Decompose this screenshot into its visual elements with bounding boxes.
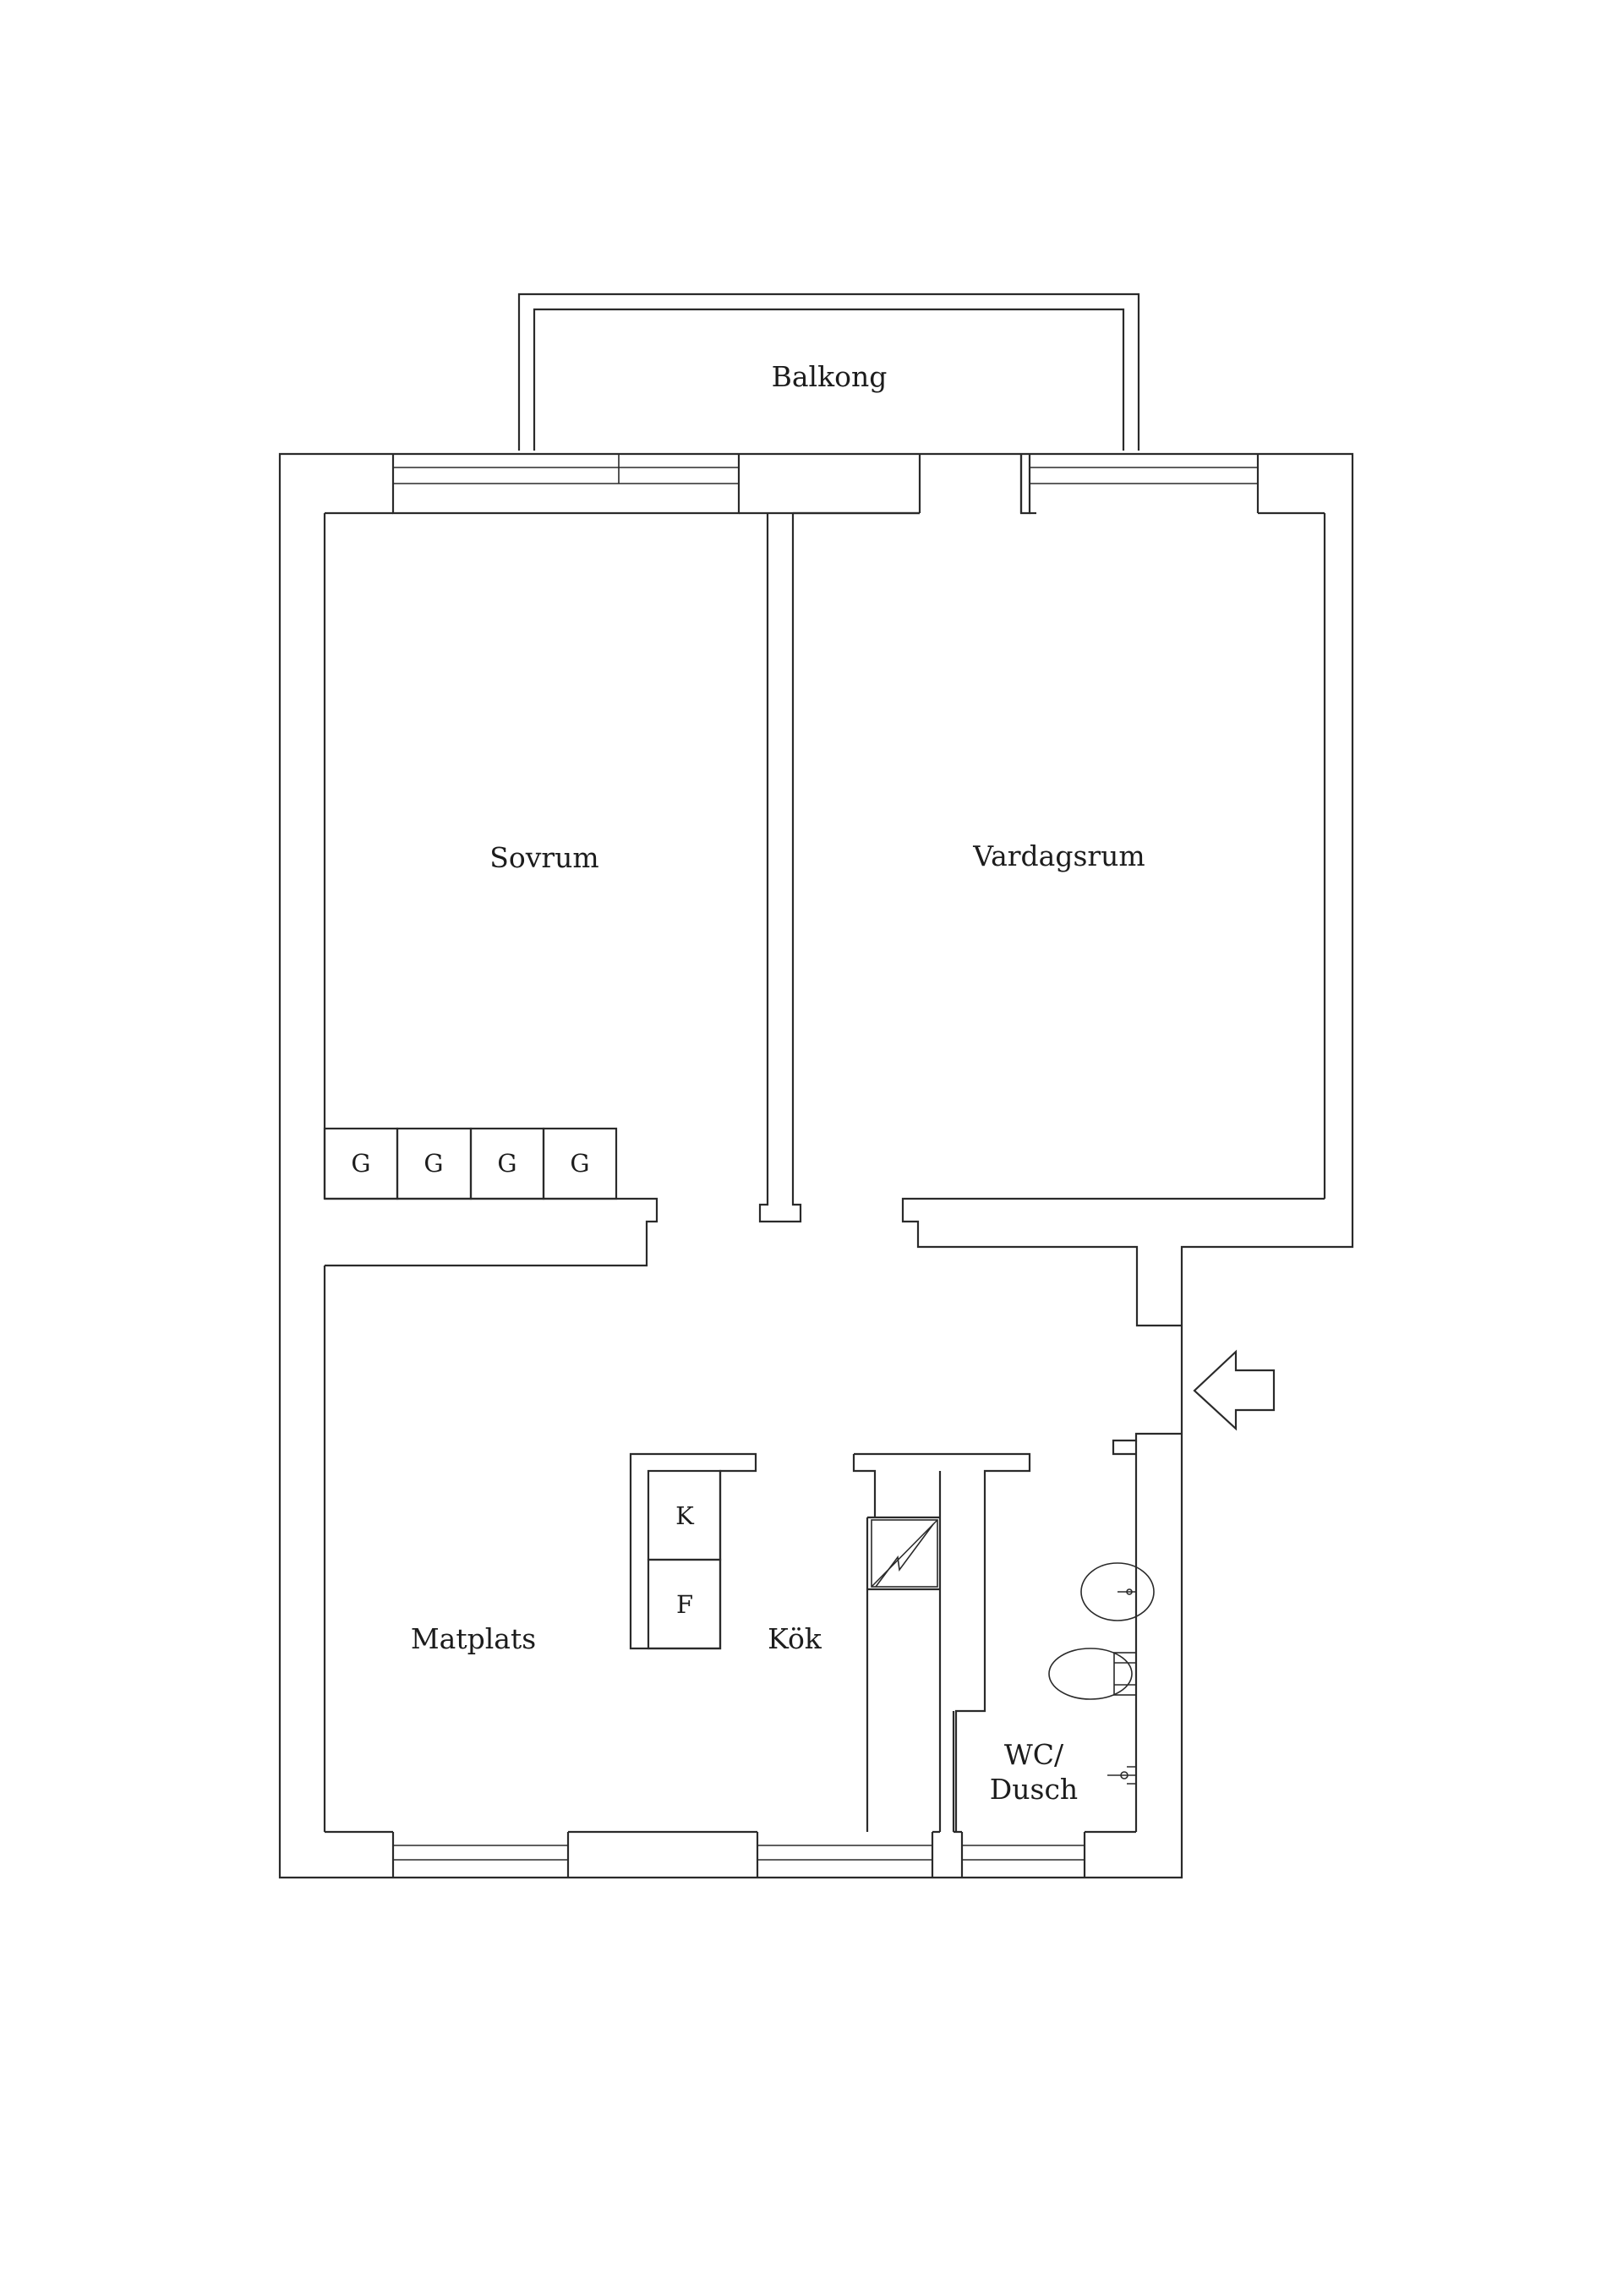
fridge-freezer: K F [647, 1469, 722, 1650]
window-living-top [1019, 454, 1260, 515]
entrance-arrow-icon [1193, 1349, 1276, 1431]
closet-4 [542, 1127, 618, 1200]
window-bedroom-top [391, 454, 740, 515]
balcony [517, 292, 1140, 451]
balcony-label: Balkong [772, 360, 888, 393]
fridge-label: K [675, 1501, 695, 1530]
bathroom-label-line2: Dusch [990, 1773, 1078, 1806]
freezer [647, 1558, 722, 1650]
bedroom-label: Sovrum [489, 841, 598, 874]
closet-label: G [351, 1149, 370, 1178]
window-kitchen-bottom [756, 1832, 934, 1878]
window-dining-bottom [391, 1832, 570, 1878]
sink-icon [1080, 1562, 1155, 1621]
closet-label: G [424, 1149, 443, 1178]
window-bathroom-bottom [960, 1832, 1086, 1878]
closet-group: G G G G [323, 1127, 618, 1200]
toilet-icon [1048, 1648, 1137, 1700]
kitchen-label: Kök [768, 1622, 822, 1655]
dining-label: Matplats [411, 1622, 536, 1655]
bathroom-label-line1: WC/ [1004, 1738, 1064, 1771]
freezer-label: F [676, 1590, 693, 1619]
closet-label: G [497, 1149, 516, 1178]
shower-icon [1107, 1766, 1136, 1785]
living-room-label: Vardagsrum [972, 839, 1145, 872]
closet-label: G [570, 1149, 589, 1178]
electrical-panel-icon [871, 1519, 938, 1588]
